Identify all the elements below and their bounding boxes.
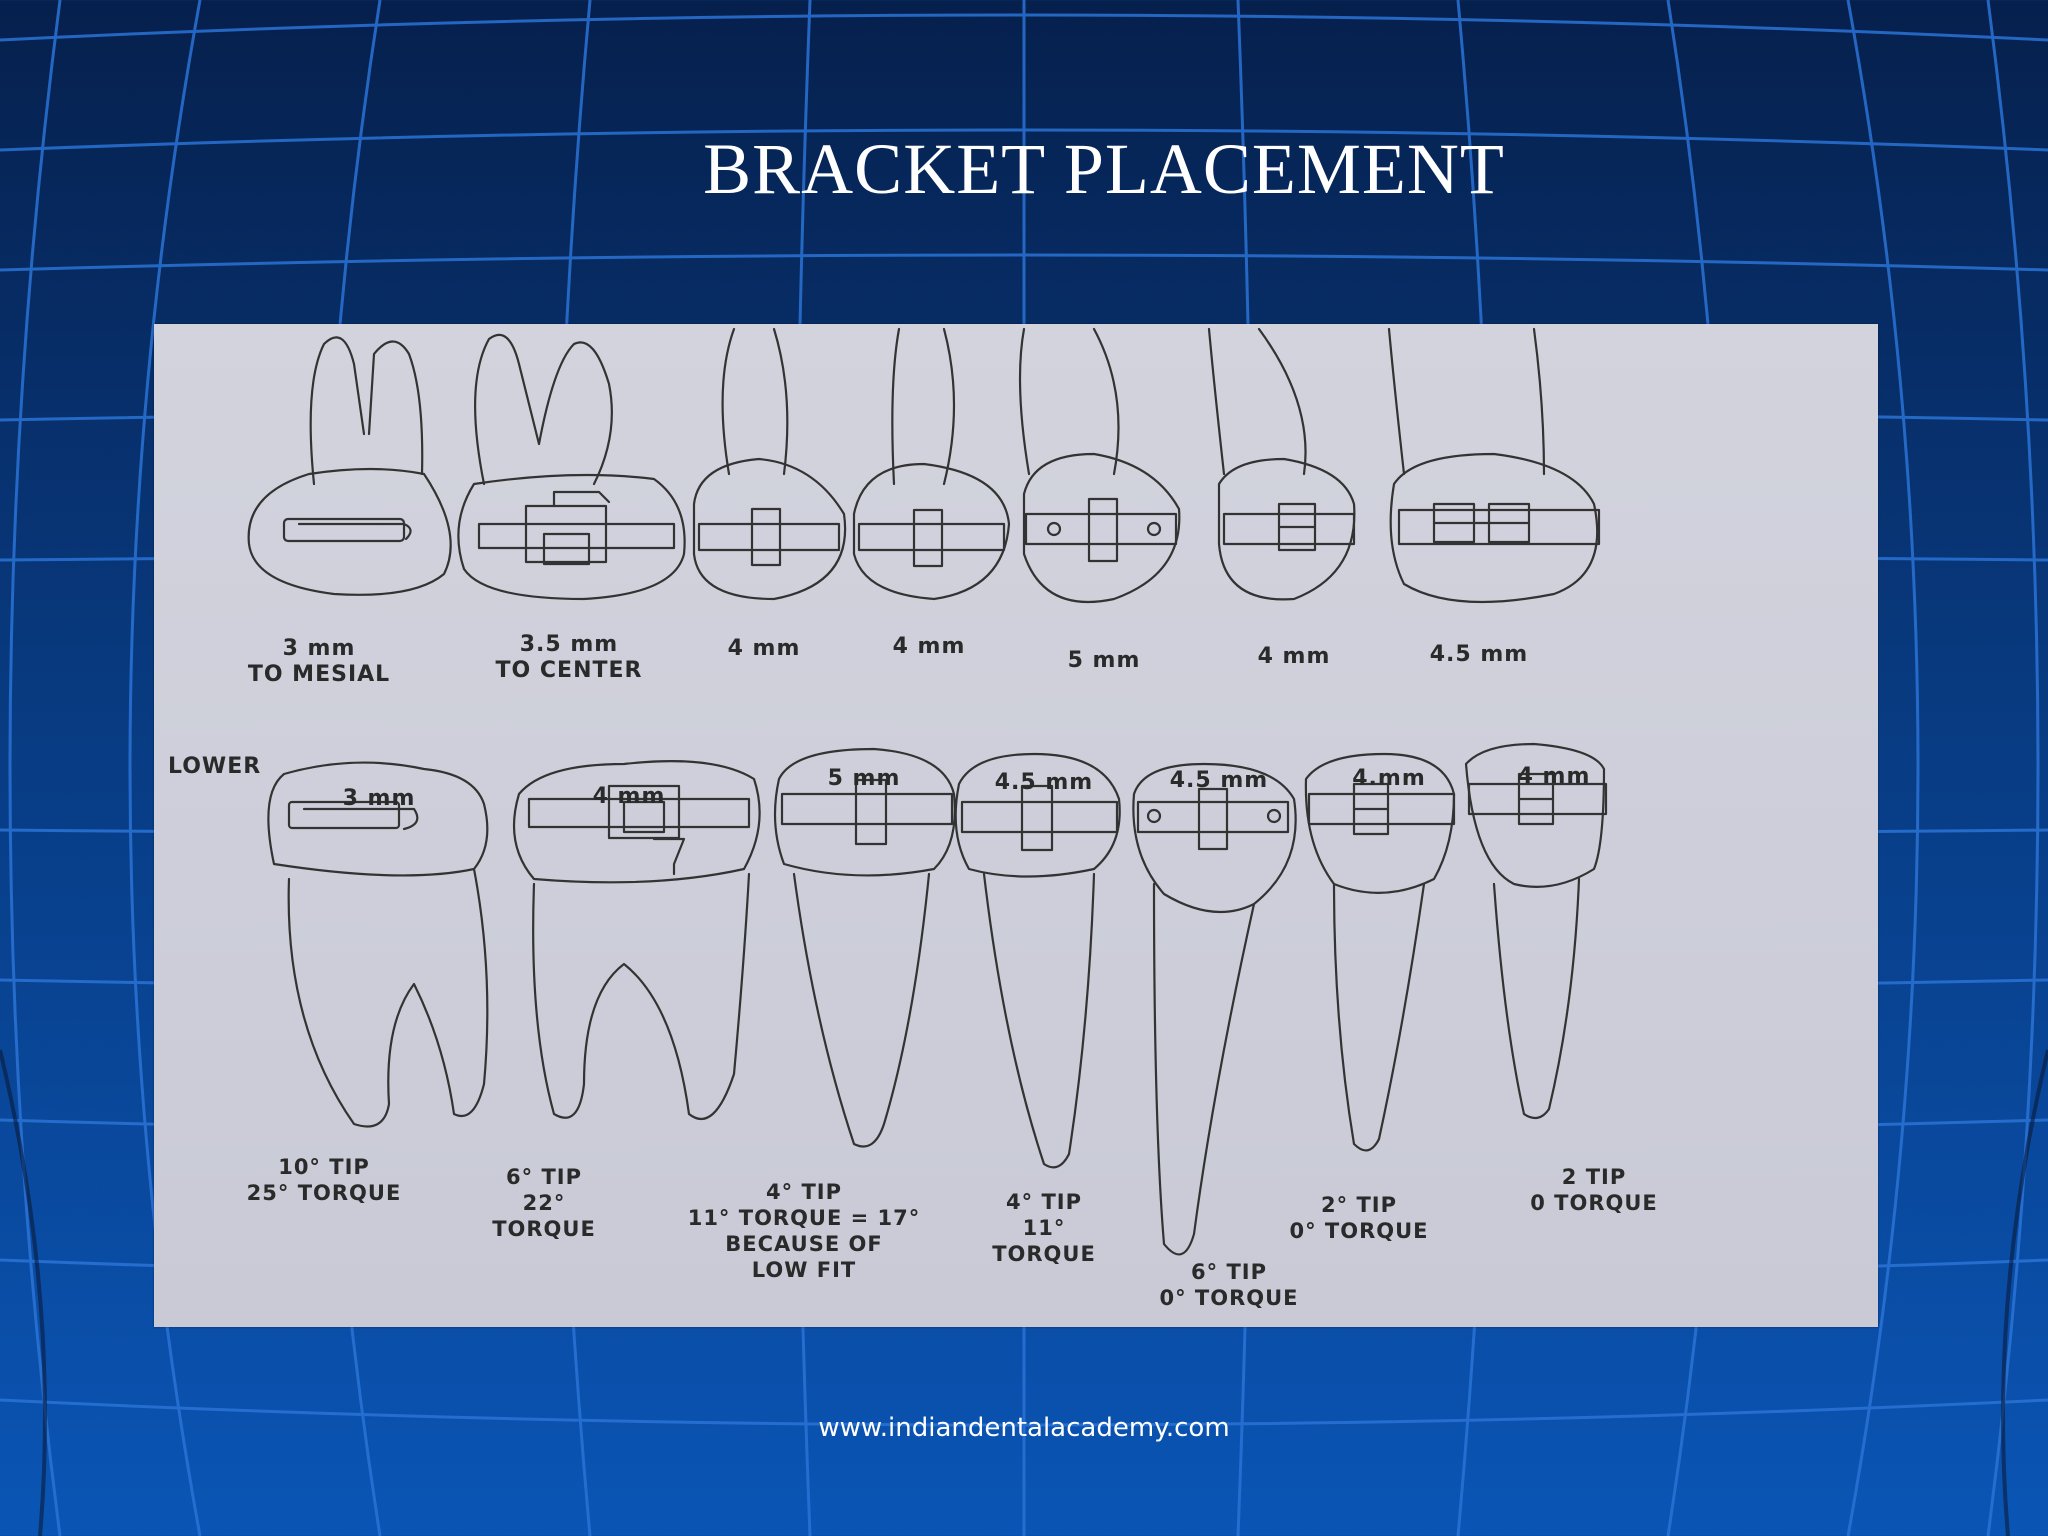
upper-central-incisor	[1387, 327, 1601, 604]
lower-height-2: 4 mm	[592, 784, 666, 809]
upper-label-5: 5 mm	[1067, 648, 1141, 673]
lower-heading: LOWER	[168, 754, 262, 779]
slide-title: BRACKET PLACEMENT	[703, 129, 1505, 209]
lower-premolar-1	[773, 747, 956, 1148]
footer-url[interactable]: www.indiandentalacademy.com	[818, 1413, 1230, 1443]
lower-central-incisor	[1464, 742, 1608, 1120]
lower-height-6: 4.mm	[1352, 766, 1426, 791]
upper-label-7: 4.5 mm	[1429, 642, 1529, 667]
upper-premolar-1	[692, 327, 847, 601]
lower-molar-1	[267, 761, 489, 1128]
lower-height-7: 4 mm	[1517, 764, 1591, 789]
lower-height-1: 3 mm	[342, 786, 416, 811]
upper-molar-2	[457, 333, 686, 601]
lower-premolar-2	[954, 752, 1121, 1169]
lower-canine	[1132, 762, 1297, 1256]
lower-height-4: 4.5 mm	[994, 770, 1094, 795]
upper-canine	[1018, 327, 1181, 604]
upper-label-3: 4 mm	[727, 636, 801, 661]
upper-molar-1	[247, 336, 452, 596]
lower-lateral-incisor	[1304, 752, 1456, 1152]
upper-lateral-incisor	[1207, 327, 1356, 601]
lower-height-3: 5 mm	[827, 766, 901, 791]
lower-height-5: 4.5 mm	[1169, 768, 1269, 793]
upper-label-6: 4 mm	[1257, 644, 1331, 669]
teeth-drawing	[247, 327, 1608, 1256]
lower-molar-2	[512, 760, 761, 1120]
upper-label-4: 4 mm	[892, 634, 966, 659]
upper-premolar-2	[852, 327, 1011, 601]
